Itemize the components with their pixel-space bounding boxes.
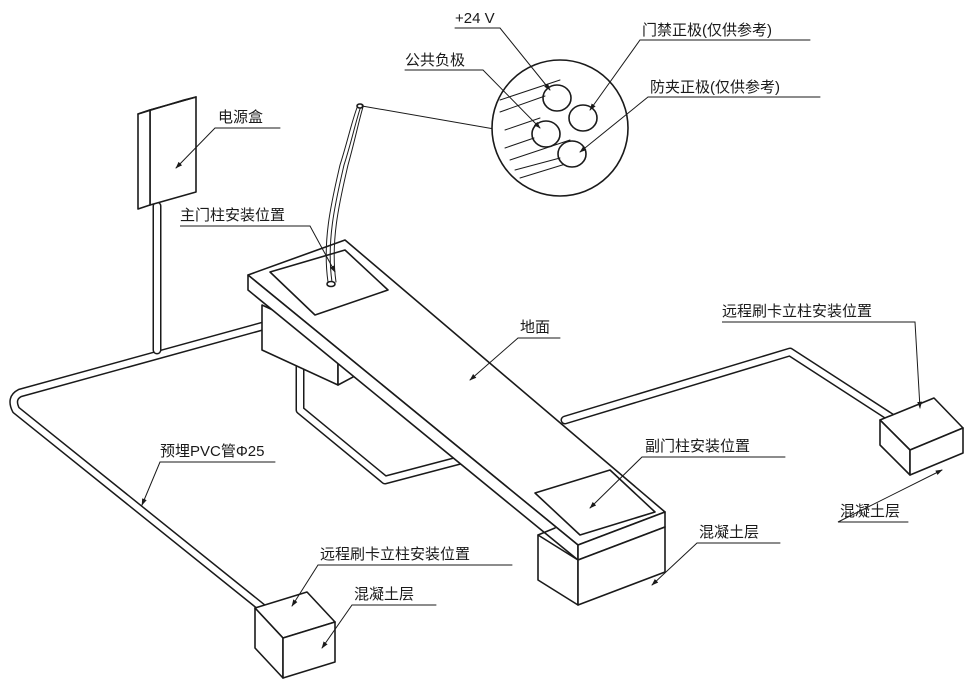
conductor-antipinch	[514, 140, 587, 171]
label-antipinch-positive: 防夹正极(仅供参考)	[650, 79, 780, 96]
labels: +24 V 门禁正极(仅供参考) 公共负极 防夹正极(仅供参考) 电源盒 主门柱…	[160, 10, 900, 603]
label-concrete-center: 混凝土层	[699, 524, 759, 541]
label-pvc-pipe: 预埋PVC管Φ25	[160, 443, 265, 460]
label-power-box: 电源盒	[218, 109, 263, 126]
label-ground: 地面	[520, 319, 550, 336]
cable-bundle	[325, 103, 501, 288]
label-remote-reader-left: 远程刷卡立柱安装位置	[320, 546, 470, 563]
conductor-access	[568, 104, 598, 132]
cable-detail-circle	[491, 59, 629, 197]
right-reader-cube	[879, 397, 964, 476]
label-access-positive: 门禁正极(仅供参考)	[642, 22, 772, 39]
label-common-negative: 公共负极	[405, 52, 465, 69]
label-remote-reader-right: 远程刷卡立柱安装位置	[722, 303, 872, 320]
sub-concrete-block	[537, 526, 666, 606]
label-concrete-right: 混凝土层	[840, 503, 900, 520]
label-main-post-position: 主门柱安装位置	[180, 207, 285, 224]
label-concrete-left: 混凝土层	[354, 586, 414, 603]
left-reader-cube	[254, 591, 336, 679]
conductor-24v	[499, 84, 572, 113]
pvc-conduit	[9, 201, 900, 623]
ground-slab	[247, 239, 666, 561]
callout-leaders	[141, 27, 943, 649]
label-24v: +24 V	[455, 10, 495, 27]
power-box	[137, 96, 197, 210]
label-sub-post-position: 副门柱安装位置	[645, 438, 750, 455]
